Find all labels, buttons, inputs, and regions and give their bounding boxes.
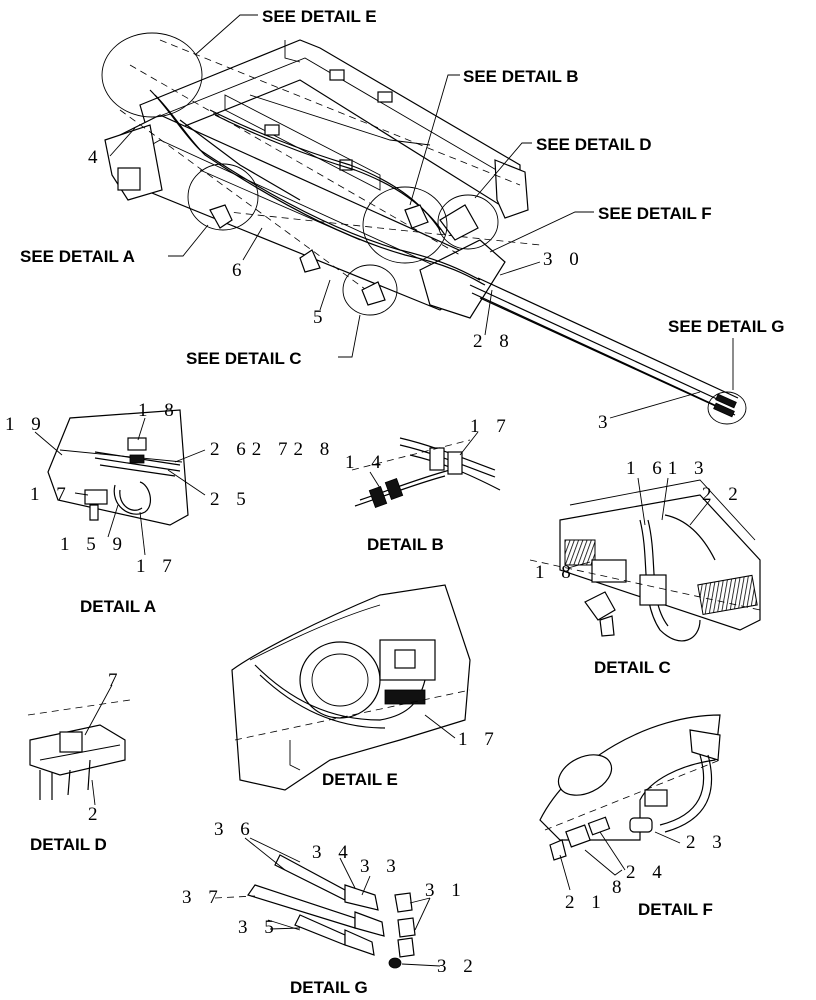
detail-f-num-21: 2 1 [565,892,607,913]
detail-a-num-15-9: 1 5 9 [60,534,128,555]
circle-detail-b [362,186,448,264]
detail-c-title: DETAIL C [594,658,671,677]
detail-g-num-32: 3 2 [437,956,479,977]
see-detail-g-label: SEE DETAIL G [668,317,785,336]
detail-a-num-18: 1 8 [138,400,180,421]
detail-f-num-24: 2 4 [626,862,668,883]
see-detail-d-label: SEE DETAIL D [536,135,652,154]
detail-d-num-7: 7 [108,670,124,691]
detail-d-drawing [27,684,131,806]
detail-g-num-35: 3 5 [238,917,280,938]
part-number-4: 4 [88,147,104,168]
detail-a-num-19: 1 9 [5,414,47,435]
see-detail-a-label: SEE DETAIL A [20,247,135,266]
detail-f-num-8: 8 [612,877,628,898]
detail-a-num-17-bottom: 1 7 [136,556,178,577]
detail-f-drawing [539,714,721,891]
part-number-5: 5 [313,307,329,328]
detail-d-num-2: 2 [88,804,104,825]
detail-b-title: DETAIL B [367,535,444,554]
detail-d-title: DETAIL D [30,835,107,854]
detail-c-num-16-13: 1 61 3 [626,458,710,479]
detail-a-num-17-left: 1 7 [30,484,72,505]
circle-detail-c [342,264,398,316]
detail-c-num-22: 2 2 [702,484,744,505]
detail-a-title: DETAIL A [80,597,156,616]
circle-detail-e [101,32,203,118]
detail-a-num-25: 2 5 [210,489,252,510]
detail-g-num-36: 3 6 [214,819,256,840]
main-frame-assembly [104,39,739,418]
detail-g-title: DETAIL G [290,978,368,997]
detail-c-num-18: 1 8 [535,562,577,583]
detail-g-drawing [214,837,441,969]
detail-circles [101,32,747,425]
detail-e-title: DETAIL E [322,770,398,789]
detail-a-drawing [34,409,206,556]
see-detail-e-label: SEE DETAIL E [262,7,377,26]
circle-detail-a [187,163,259,231]
part-number-3: 3 [598,412,614,433]
detail-b-num-17: 1 7 [470,416,512,437]
detail-f-num-23: 2 3 [686,832,728,853]
detail-c-drawing [529,477,761,642]
see-detail-f-label: SEE DETAIL F [598,204,712,223]
part-number-30: 3 0 [543,249,585,270]
detail-b-num-14: 1 4 [345,452,387,473]
leader-lines [109,14,734,419]
detail-g-num-34: 3 4 [312,842,354,863]
circle-detail-g [707,391,747,425]
detail-e-num-17: 1 7 [458,729,500,750]
detail-b-drawing [351,431,501,509]
detail-e-drawing [231,584,471,791]
detail-g-num-33: 3 3 [360,856,402,877]
see-detail-c-label: SEE DETAIL C [186,349,302,368]
part-number-6: 6 [232,260,248,281]
part-number-28: 2 8 [473,331,515,352]
detail-g-num-37: 3 7 [182,887,224,908]
detail-f-title: DETAIL F [638,900,713,919]
detail-g-num-31: 3 1 [425,880,467,901]
see-detail-b-label: SEE DETAIL B [463,67,579,86]
detail-a-num-26-27-28: 2 62 72 8 [210,439,335,460]
circle-detail-d [437,194,499,250]
